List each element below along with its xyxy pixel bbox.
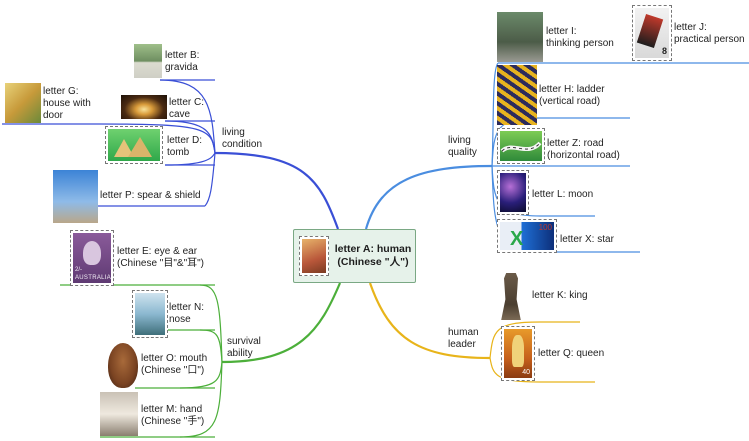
stamp-z-road xyxy=(497,128,545,164)
connector-center-living-quality xyxy=(364,164,493,230)
stamp-e-queen: 2/- AUSTRALIA xyxy=(70,230,114,286)
node-letter-n[interactable]: letter N: nose xyxy=(169,302,205,325)
node-letter-g[interactable]: letter G: house with door xyxy=(43,86,91,121)
node-letter-h[interactable]: letter H: ladder (vertical road) xyxy=(539,84,605,107)
node-letter-j[interactable]: letter J: practical person xyxy=(674,22,745,45)
connector-living-condition-g xyxy=(99,123,216,154)
image-m-hand-statue xyxy=(100,392,138,436)
node-letter-q[interactable]: letter Q: queen xyxy=(538,348,605,359)
stamp-x-star: X 100 xyxy=(497,219,557,253)
image-g-house xyxy=(5,83,41,123)
node-letter-x[interactable]: letter X: star xyxy=(560,234,614,245)
stamp-j-athlete: 8 xyxy=(632,5,672,61)
stamp-e-value: 2/- xyxy=(75,267,83,273)
node-letter-o[interactable]: letter O: mouth (Chinese "口") xyxy=(141,353,208,376)
branch-living-condition[interactable]: living condition xyxy=(222,127,263,150)
stamp-n-nose xyxy=(132,290,168,338)
branch-survival-ability[interactable]: survival ability xyxy=(227,336,261,359)
stamp-q-value: 40 xyxy=(522,369,530,376)
stamp-j-value: 8 xyxy=(661,46,667,56)
central-topic-label: letter A: human (Chinese "人") xyxy=(334,243,412,268)
stamp-q-queen: 40 xyxy=(501,326,535,381)
connector-living-condition-p xyxy=(204,152,216,207)
node-letter-z[interactable]: letter Z: road (horizontal road) xyxy=(547,138,620,161)
connector-center-survival-ability xyxy=(221,282,342,364)
image-c-cave xyxy=(121,95,167,119)
node-letter-b[interactable]: letter B: gravida xyxy=(165,50,200,73)
stamp-l-moon xyxy=(497,170,529,215)
node-letter-c[interactable]: letter C: cave xyxy=(169,97,205,120)
node-letter-d[interactable]: letter D: tomb xyxy=(167,135,203,158)
branch-human-leader[interactable]: human leader xyxy=(448,327,479,350)
central-topic[interactable]: letter A: human (Chinese "人") xyxy=(293,229,416,283)
image-p-statue xyxy=(53,170,98,223)
connector-living-condition-b xyxy=(159,79,216,154)
node-letter-i[interactable]: letter I: thinking person xyxy=(546,26,614,49)
image-b-statue xyxy=(134,44,162,78)
stamp-a-image xyxy=(299,236,329,276)
image-o-mask xyxy=(108,343,138,388)
stamp-d-pyramids xyxy=(105,126,163,164)
image-h-ladder xyxy=(497,65,537,125)
node-letter-e[interactable]: letter E: eye & ear (Chinese "目"&"耳") xyxy=(117,246,204,269)
connector-center-living-condition xyxy=(214,151,340,230)
node-letter-m[interactable]: letter M: hand (Chinese "手") xyxy=(141,404,205,427)
node-letter-k[interactable]: letter K: king xyxy=(532,290,588,301)
stamp-x-value: 100 xyxy=(538,223,552,232)
connector-center-human-leader xyxy=(368,282,491,360)
branch-living-quality[interactable]: living quality xyxy=(448,135,477,158)
stamp-e-country: AUSTRALIA xyxy=(75,275,112,281)
node-letter-p[interactable]: letter P: spear & shield xyxy=(100,190,201,201)
node-letter-l[interactable]: letter L: moon xyxy=(532,189,594,200)
image-i-thinker xyxy=(497,12,543,62)
image-k-king-statue xyxy=(501,268,521,320)
